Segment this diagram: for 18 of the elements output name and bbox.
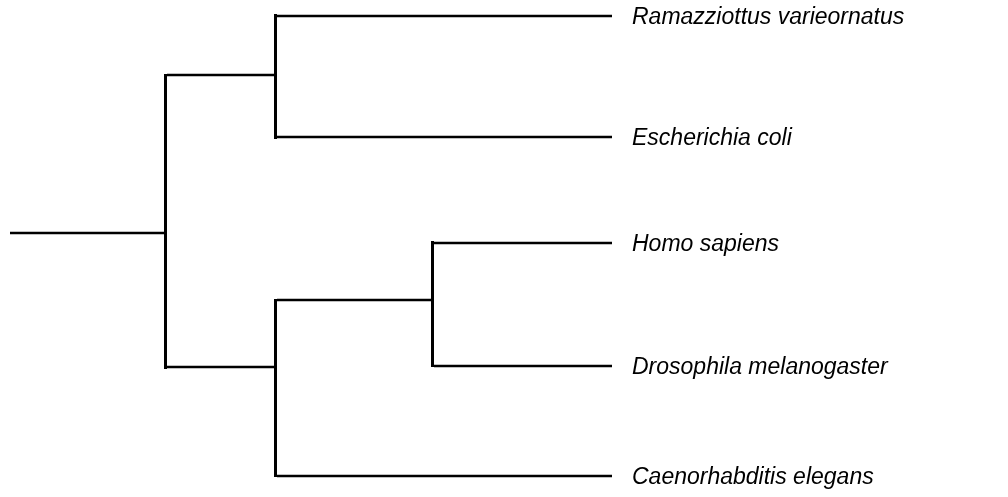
branch-node-bar xyxy=(431,241,434,367)
branch-line xyxy=(434,364,612,368)
branch-node-bar xyxy=(164,74,167,369)
branch-line xyxy=(167,73,274,77)
branch-line xyxy=(277,135,612,139)
branch-line xyxy=(167,365,274,369)
branch-node-bar xyxy=(274,299,277,477)
species-name: Caenorhabditis elegans xyxy=(632,464,874,488)
branch-line xyxy=(277,14,612,18)
species-name: Homo sapiens xyxy=(632,231,780,255)
species-name: Ramazziottus varieornatus xyxy=(632,4,905,28)
branch-line xyxy=(277,298,431,302)
species-name: Drosophila melanogaster xyxy=(632,354,888,378)
branch-line xyxy=(10,231,164,235)
branch-line xyxy=(277,474,612,478)
species-name: Escherichia coli xyxy=(632,125,792,149)
branch-line xyxy=(434,241,612,245)
branch-node-bar xyxy=(274,14,277,139)
